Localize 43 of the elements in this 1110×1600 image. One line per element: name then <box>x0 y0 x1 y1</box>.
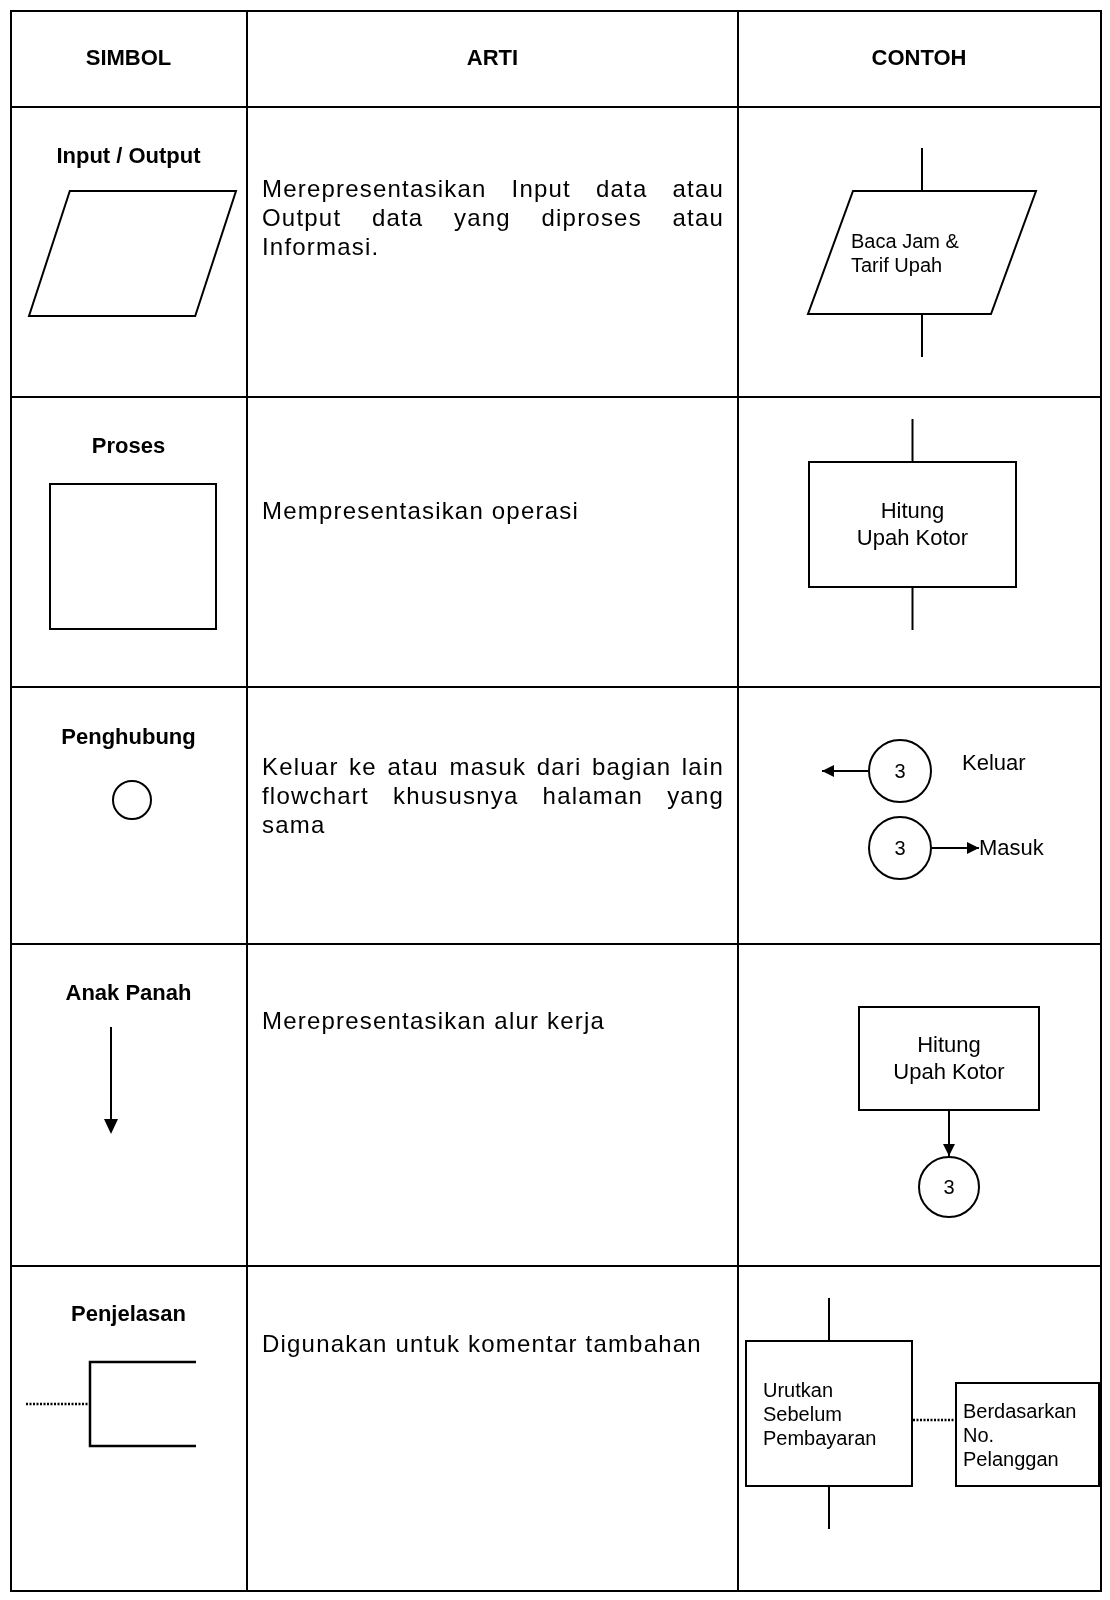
description-text: Merepresentasikan Input data atau Output data yang diproses atau Informasi. <box>262 175 724 262</box>
connector-note: Keluar <box>962 750 1026 777</box>
dotted-line <box>913 1418 955 1422</box>
description-text: Digunakan untuk komentar tambahan <box>262 1330 703 1359</box>
node-text: 3 <box>894 759 906 783</box>
arrow <box>821 765 869 777</box>
description-text: Mempresentasikan operasi <box>262 497 580 526</box>
connector-note: Masuk <box>979 834 1044 862</box>
node-text: 3 <box>943 1175 955 1199</box>
column-header: SIMBOL <box>84 44 173 72</box>
flow-line <box>911 418 914 462</box>
description-text: Merepresentasikan alur kerja <box>262 1007 607 1036</box>
io-parallelogram <box>807 190 1037 315</box>
node-text: Berdasarkan No. Pelanggan <box>962 1398 1078 1471</box>
connector-circle <box>868 739 932 803</box>
symbol-name: Penghubung <box>60 724 197 751</box>
connector-circle <box>868 816 932 880</box>
symbol-name: Proses <box>90 433 167 460</box>
node-text: Hitung Upah Kotor <box>855 498 970 551</box>
process-box <box>955 1382 1100 1487</box>
flow-line <box>911 587 914 631</box>
arrow <box>931 842 980 854</box>
node-text: Baca Jam & Tarif Upah <box>850 228 960 277</box>
flow-line <box>828 1297 830 1341</box>
process-box <box>858 1006 1040 1111</box>
node-text: Hitung Upah Kotor <box>892 1032 1006 1085</box>
connector-circle <box>112 780 152 820</box>
io-parallelogram <box>28 190 237 317</box>
column-header: ARTI <box>465 44 520 72</box>
symbol-name: Anak Panah <box>64 979 193 1007</box>
process-box <box>808 461 1017 588</box>
node-text: Urutkan Sebelum Pembayaran <box>762 1377 878 1450</box>
column-header: CONTOH <box>870 44 968 72</box>
node-text: 3 <box>894 836 906 860</box>
process-box <box>49 483 217 630</box>
flow-line <box>921 314 923 358</box>
symbol-name: Penjelasan <box>70 1300 187 1328</box>
flow-line <box>921 147 923 191</box>
process-box <box>745 1340 913 1487</box>
flow-line <box>828 1486 830 1530</box>
symbol-name: Input / Output <box>55 143 202 170</box>
arrow <box>943 1110 955 1157</box>
description-text: Keluar ke atau masuk dari bagian lain flowchart khususnya halaman yang sama <box>262 753 724 840</box>
